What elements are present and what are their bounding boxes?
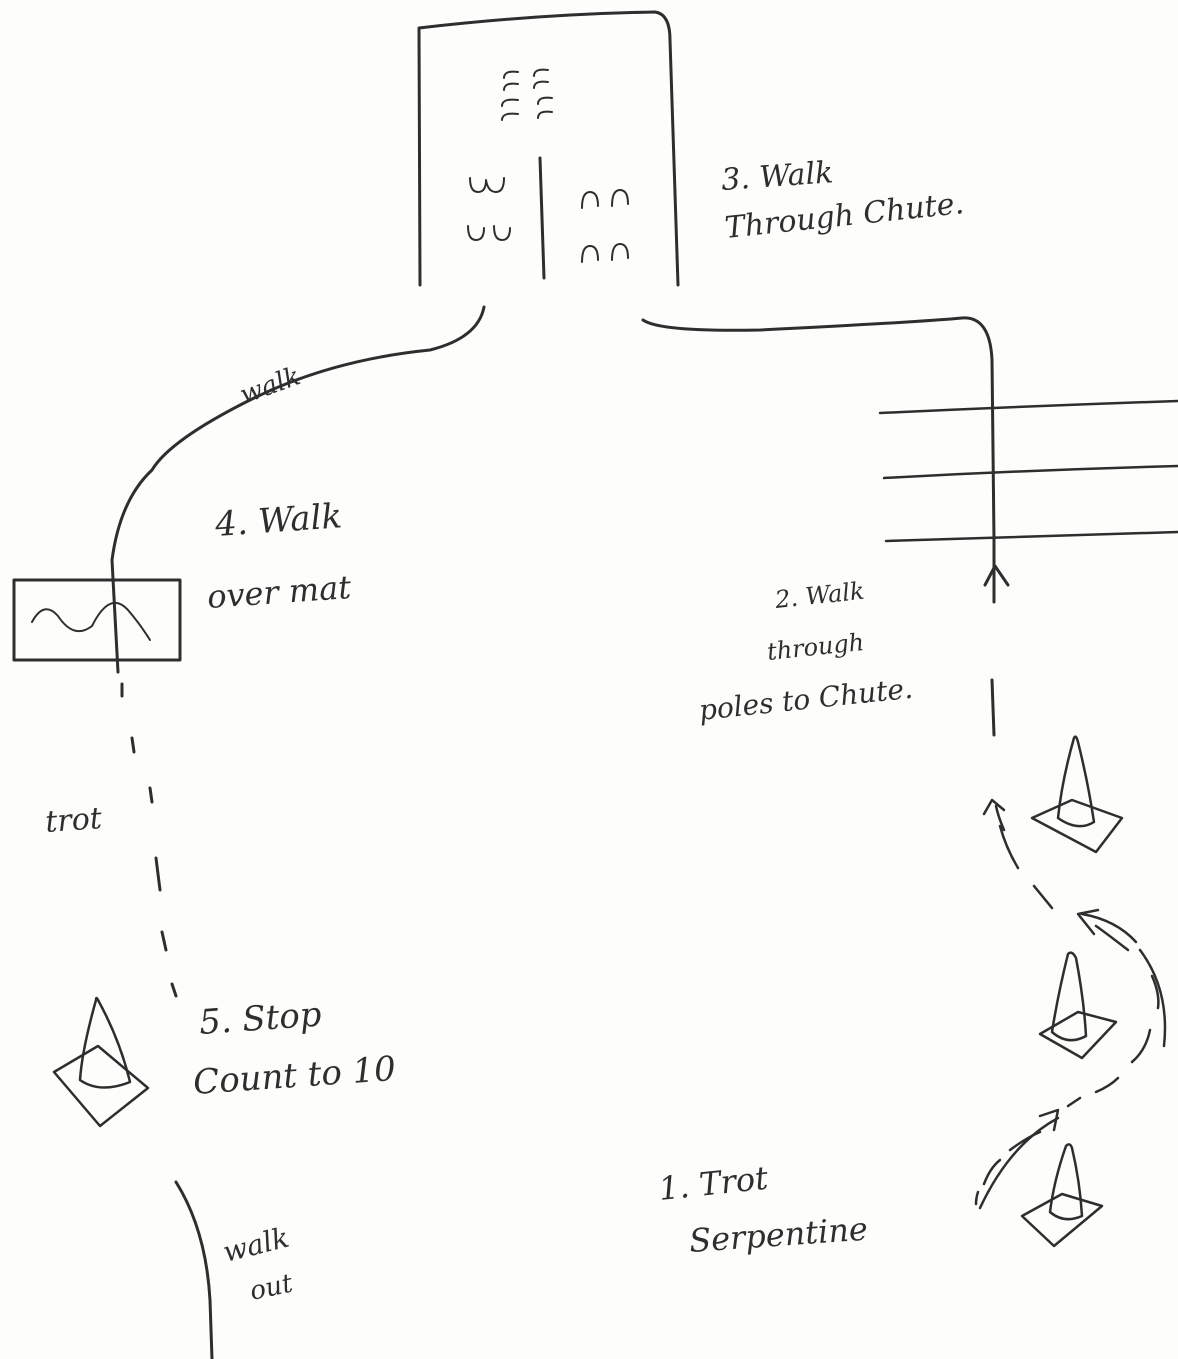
cone-2 — [1038, 951, 1118, 1060]
chute-outline — [417, 10, 680, 287]
hoof-marks-left — [467, 177, 511, 241]
step1-label-line2: Serpentine — [688, 1210, 869, 1260]
step1-label-line1: 1. Trot — [657, 1159, 770, 1208]
trot-path — [120, 682, 178, 998]
pole-3 — [884, 530, 1178, 543]
mat-pattern — [31, 601, 151, 641]
step2-label-line2: through — [766, 628, 866, 666]
step2-label-line1: 2. Walk — [773, 577, 866, 614]
pole-1 — [878, 399, 1178, 415]
cones — [52, 735, 1124, 1248]
chute-divider — [538, 156, 546, 280]
chute — [417, 10, 680, 287]
cone-stop — [52, 996, 150, 1128]
walk-path-right — [641, 316, 1010, 737]
ground-poles — [878, 399, 1178, 543]
mat-rectangle — [12, 578, 182, 662]
arrow-serpentine-1 — [1038, 1108, 1060, 1132]
step3-label-line1: 3. Walk — [720, 155, 834, 198]
hoof-marks-top — [501, 68, 553, 121]
arrow-serpentine-2 — [1076, 908, 1100, 936]
arrow-up-poles — [983, 564, 1010, 587]
walk-path-left — [110, 305, 486, 674]
step5-label-line2: Count to 10 — [192, 1049, 397, 1103]
walk-out-label-line2: out — [247, 1268, 296, 1306]
walk-out-label-line1: walk — [220, 1221, 293, 1269]
trot-path-label: trot — [44, 801, 104, 840]
step5-label-line1: 5. Stop — [198, 995, 323, 1043]
step4-label-line1: 4. Walk — [213, 496, 343, 545]
mat — [12, 578, 182, 662]
walk-out-path — [174, 1180, 214, 1359]
cone-1 — [1030, 735, 1124, 854]
hoof-marks-right — [581, 189, 629, 263]
step2-label-line3: poles to Chute. — [697, 672, 914, 727]
pole-2 — [882, 464, 1178, 480]
walk-path-label: walk — [236, 361, 304, 410]
arrow-serpentine-3 — [982, 798, 1006, 816]
cone-3 — [1020, 1143, 1104, 1248]
step4-label-line2: over mat — [206, 568, 352, 616]
serpentine-path — [974, 798, 1167, 1210]
